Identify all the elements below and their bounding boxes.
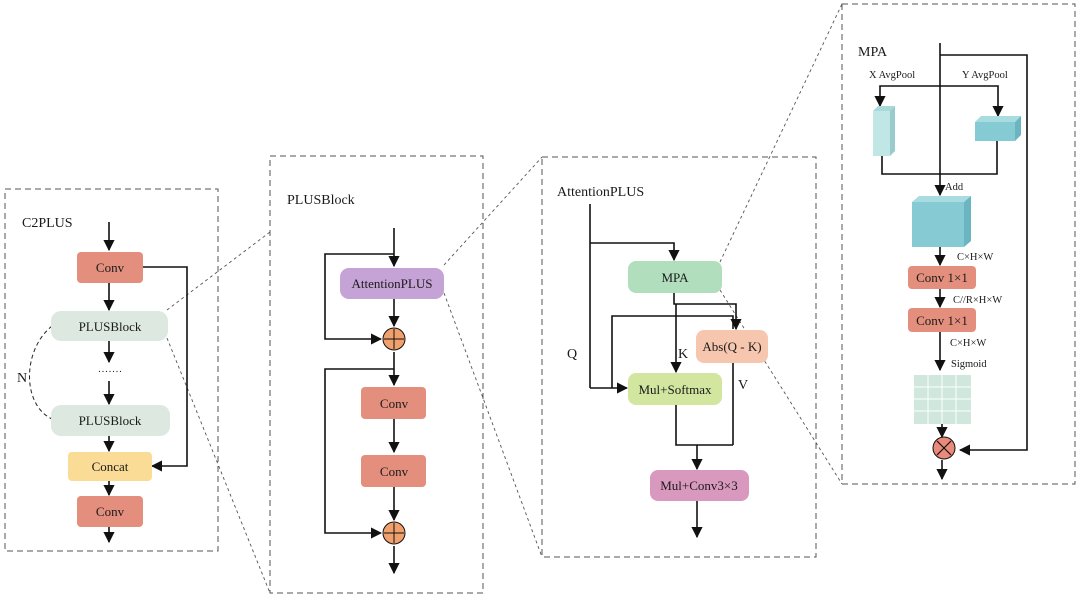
add-node-2-icon <box>382 521 406 545</box>
svg-text:Conv 1×1: Conv 1×1 <box>916 270 968 285</box>
attention-mulconv-block: Mul+Conv3×3 <box>650 470 749 501</box>
repeat-label: N <box>17 371 27 386</box>
svg-text:Conv 1×1: Conv 1×1 <box>916 313 968 328</box>
label-v: V <box>738 378 748 393</box>
panel-plusblock: PLUSBlock AttentionPLUS Conv Conv <box>269 155 484 594</box>
panel-plusblock-frame <box>269 155 484 594</box>
fused-tensor-icon <box>912 196 971 247</box>
svg-text:AttentionPLUS: AttentionPLUS <box>352 276 433 291</box>
panel-attentionplus: AttentionPLUS MPA Abs(Q - K) Mul+Softmax <box>541 156 817 558</box>
sigmoid-tensor-icon <box>914 375 971 424</box>
plusblock-title: PLUSBlock <box>287 193 355 208</box>
label-q: Q <box>567 347 577 362</box>
c2plus-concat: Concat <box>68 452 152 481</box>
mpa-dim-2: C//R×H×W <box>953 295 1002 306</box>
panel-mpa-frame <box>841 3 1076 485</box>
svg-text:Conv: Conv <box>96 260 125 275</box>
svg-text:Mul+Softmax: Mul+Softmax <box>638 382 712 397</box>
label-k: K <box>678 347 688 362</box>
plusblock-conv-2: Conv <box>361 455 426 487</box>
panel-attentionplus-frame <box>541 156 817 558</box>
zoom-line-mpa-top <box>719 3 843 263</box>
svg-text:Conv: Conv <box>96 504 125 519</box>
add-node-1-icon <box>382 327 406 351</box>
svg-text:PLUSBlock: PLUSBlock <box>79 413 142 428</box>
zoom-line-attention-top <box>443 156 543 266</box>
mpa-y-pool-label: Y AvgPool <box>962 70 1008 81</box>
mpa-title: MPA <box>858 45 888 60</box>
attention-mpa-block: MPA <box>628 261 722 293</box>
attentionplus-title: AttentionPLUS <box>557 185 644 200</box>
zoom-connectors <box>166 3 843 594</box>
svg-text:Abs(Q - K): Abs(Q - K) <box>702 339 761 354</box>
svg-text:Mul+Conv3×3: Mul+Conv3×3 <box>660 478 738 493</box>
svg-text:Conv: Conv <box>380 464 409 479</box>
svg-text:PLUSBlock: PLUSBlock <box>79 319 142 334</box>
plusblock-attentionplus: AttentionPLUS <box>340 268 444 299</box>
plusblock-conv-1: Conv <box>361 387 426 419</box>
mpa-dim-1: C×H×W <box>957 252 993 263</box>
mpa-dim-3: C×H×W <box>950 338 986 349</box>
zoom-line-attention-bottom <box>443 292 543 558</box>
svg-text:Conv: Conv <box>380 396 409 411</box>
multiply-node-icon <box>932 436 956 460</box>
y-pool-tensor-icon <box>975 116 1021 141</box>
c2plus-title: C2PLUS <box>22 216 73 231</box>
svg-text:Concat: Concat <box>92 459 129 474</box>
c2plus-plusblock-top: PLUSBlock <box>51 311 168 341</box>
panel-c2plus-frame <box>4 188 219 552</box>
mpa-add-label: Add <box>945 182 964 193</box>
mpa-sigmoid-label: Sigmoid <box>951 359 987 370</box>
c2plus-conv-bottom: Conv <box>77 496 143 527</box>
mpa-x-pool-label: X AvgPool <box>869 70 915 81</box>
mpa-conv1x1-a: Conv 1×1 <box>908 266 976 289</box>
mpa-conv1x1-b: Conv 1×1 <box>908 308 976 332</box>
attention-mulsoftmax-block: Mul+Softmax <box>628 373 722 405</box>
c2plus-plusblock-bottom: PLUSBlock <box>51 405 170 436</box>
zoom-line-plusblock-bottom <box>166 337 271 594</box>
svg-text:MPA: MPA <box>662 270 690 285</box>
attention-abs-block: Abs(Q - K) <box>696 330 768 363</box>
x-pool-tensor-icon <box>873 106 895 156</box>
panel-mpa: MPA X AvgPool Y AvgPool Add <box>841 3 1076 485</box>
c2plus-conv-top: Conv <box>77 252 143 283</box>
c2plus-ellipsis: ······· <box>98 367 122 378</box>
panel-c2plus: C2PLUS Conv PLUSBlock ······· PLUSBlock … <box>4 188 219 552</box>
repeat-bracket <box>29 325 53 420</box>
